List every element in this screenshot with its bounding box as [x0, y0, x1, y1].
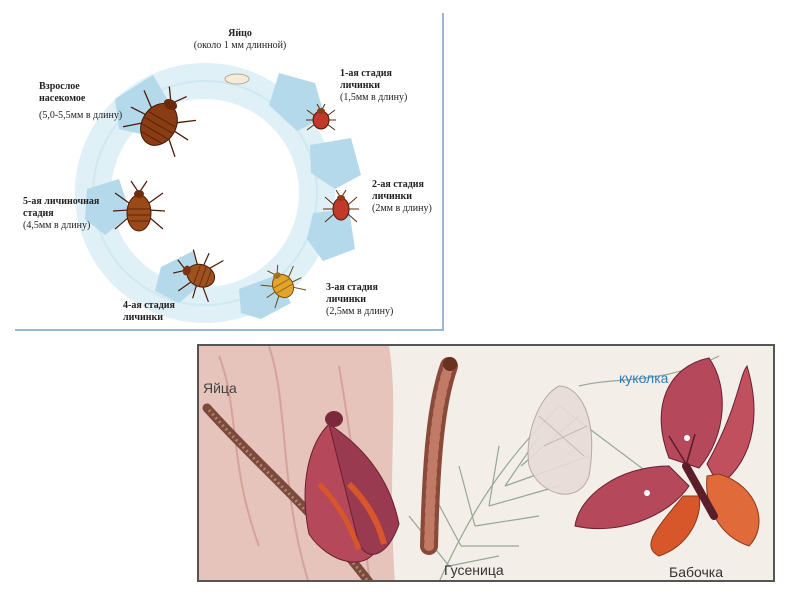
larva-icon	[323, 189, 359, 223]
egg-size: (около 1 мм длинной)	[193, 40, 287, 51]
stage1-title-line2: личинки	[340, 80, 381, 91]
moth-icon	[304, 411, 400, 563]
bedbug-icon	[172, 249, 224, 303]
egg-label: Яйцо (около 1 мм длинной)	[180, 28, 300, 52]
adult-size: (5,0-5,5мм в длину)	[39, 110, 123, 121]
egg-title: Яйцо	[228, 28, 252, 39]
stage2-title-line2: личинки	[372, 191, 413, 202]
larva-icon	[260, 264, 307, 309]
moth-scene-graphic	[199, 346, 760, 580]
butterfly-label: Бабочка	[669, 564, 723, 580]
stage3-title-line1: 3-ая стадия	[326, 282, 378, 293]
caterpillar-icon	[420, 357, 458, 555]
stage1-label: 1-ая стадия личинки (1,5мм в длину)	[340, 68, 407, 104]
larva-icon	[306, 103, 336, 131]
stage3-label: 3-ая стадия личинки (2,5мм в длину)	[326, 282, 393, 318]
adult-title-line1: Взрослое	[39, 81, 80, 92]
pupa-label: куколка	[619, 370, 669, 386]
bedbug-icon	[112, 180, 166, 232]
stage2-size: (2мм в длину)	[372, 203, 432, 214]
stage1-title-line1: 1-ая стадия	[340, 68, 392, 79]
moth-lifecycle-illustration: Яйца куколка Гусеница Бабочка	[197, 344, 775, 582]
stage2-title-line1: 2-ая стадия	[372, 179, 424, 190]
moth-icon	[574, 357, 760, 557]
adult-label: Взрослое насекомое (5,0-5,5мм в длину)	[39, 81, 122, 122]
eggs-label: Яйца	[203, 380, 237, 396]
egg-icon	[224, 73, 250, 85]
stage4-title-line1: 4-ая стадия	[123, 300, 175, 311]
adult-title-line2: насекомое	[39, 93, 86, 104]
bedbug-lifecycle-diagram: Яйцо (около 1 мм длинной) 1-ая стадия ли…	[15, 13, 444, 331]
bedbug-icon	[122, 86, 197, 157]
stage5-label: 5-ая личиночная стадия (4,5мм в длину)	[23, 196, 99, 232]
stage4-label: 4-ая стадия личинки	[123, 300, 175, 324]
pupa-icon	[527, 385, 593, 495]
stage5-size: (4,5мм в длину)	[23, 220, 91, 231]
stage3-size: (2,5мм в длину)	[326, 306, 394, 317]
caterpillar-label: Гусеница	[444, 562, 504, 578]
stage3-title-line2: личинки	[326, 294, 367, 305]
stage4-title-line2: личинки	[123, 312, 164, 323]
stage2-label: 2-ая стадия личинки (2мм в длину)	[372, 179, 432, 215]
stage5-title-line1: 5-ая личиночная	[23, 196, 100, 207]
stage5-title-line2: стадия	[23, 208, 54, 219]
lifecycle-ring-graphic	[75, 63, 361, 323]
stage1-size: (1,5мм в длину)	[340, 92, 408, 103]
